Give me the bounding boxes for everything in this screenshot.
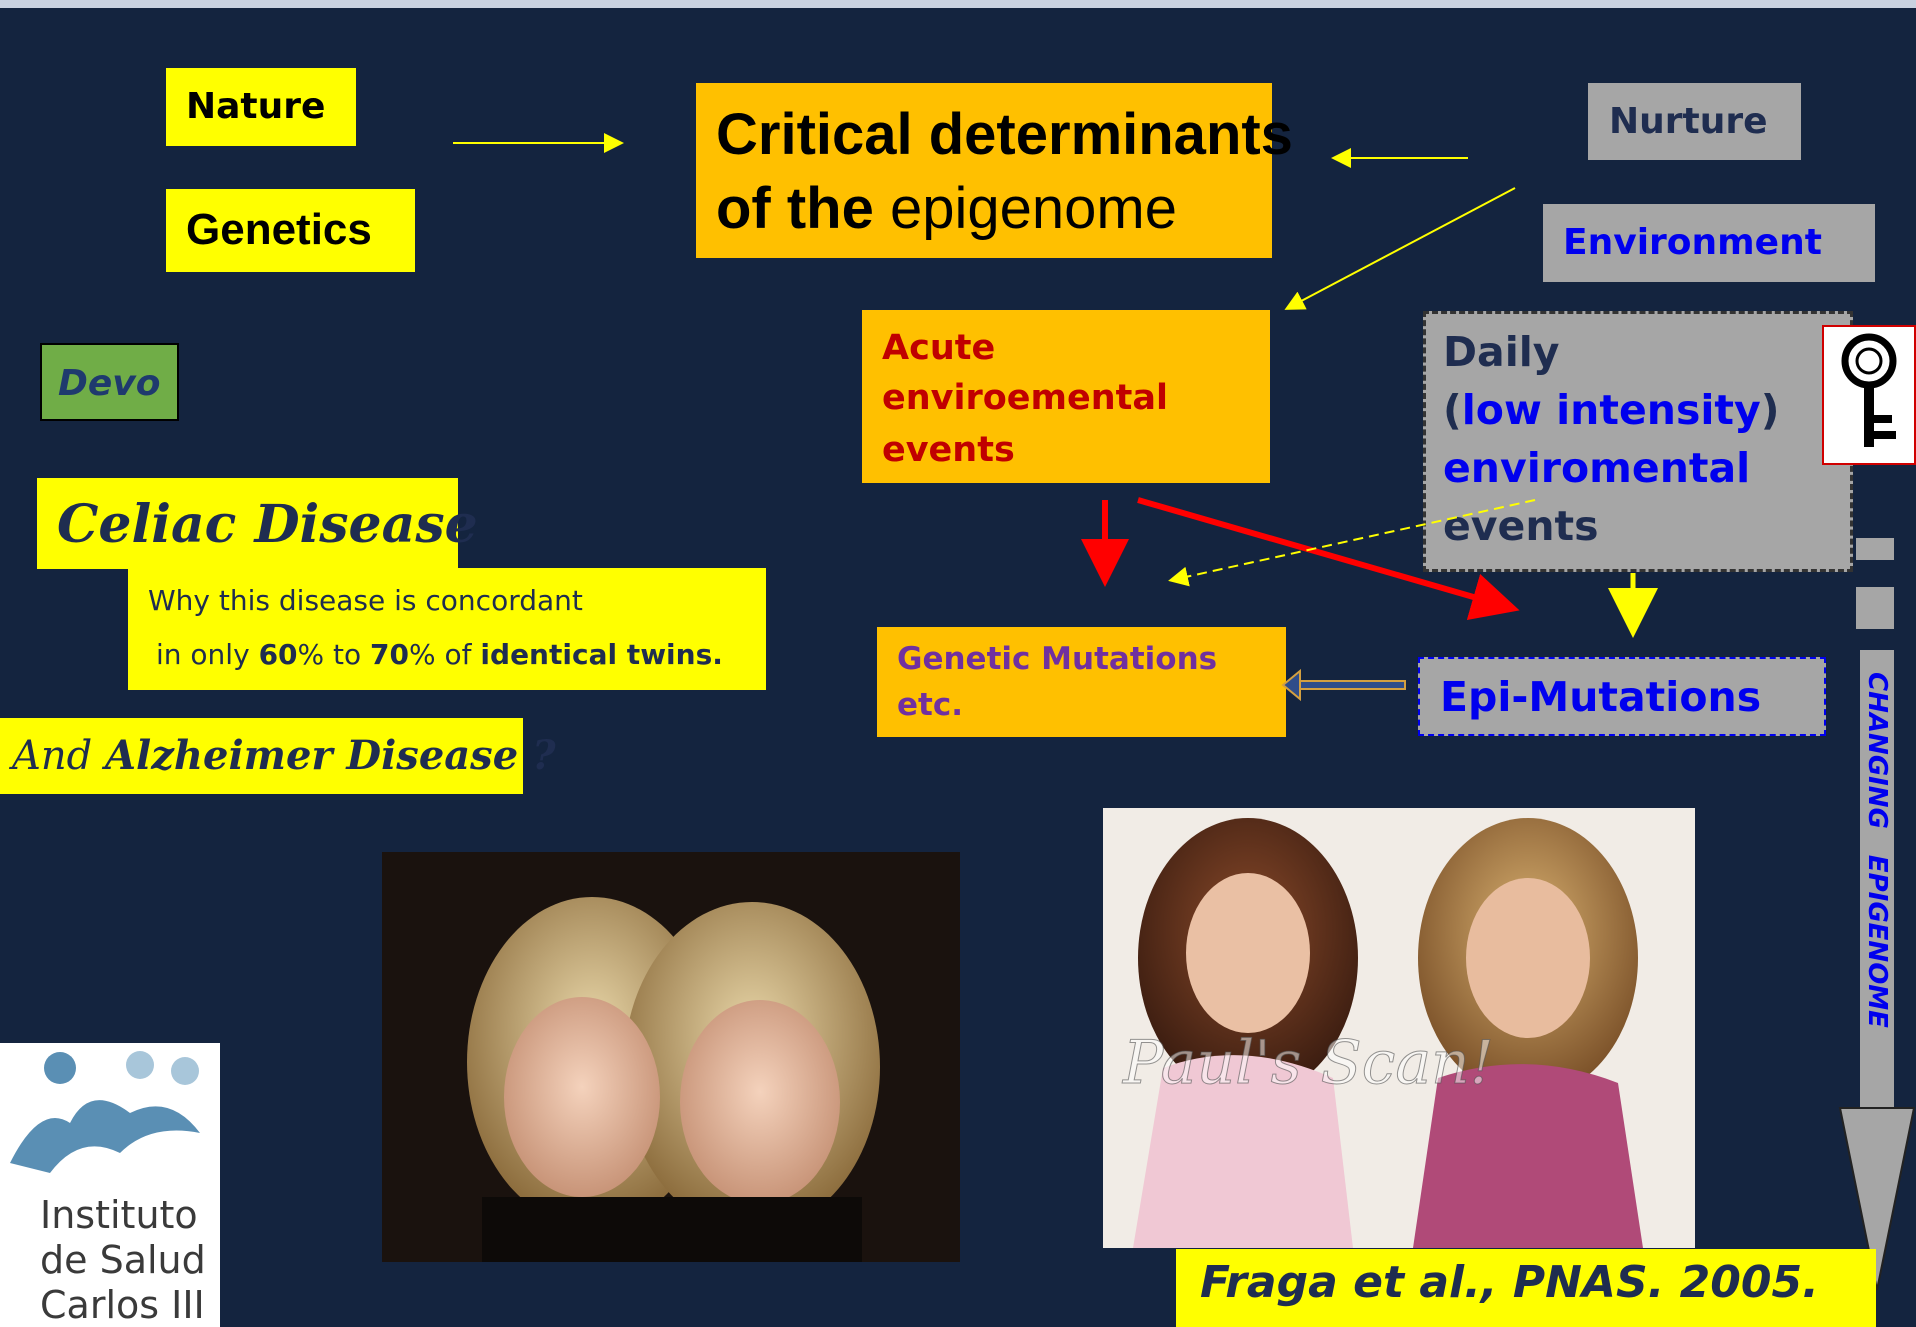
alzheimer-and: And: [12, 733, 105, 779]
devo-label: Devo: [58, 363, 161, 404]
genetic-mutations-box: Genetic Mutations etc.: [877, 627, 1286, 737]
arrow-acute-to-epi: [1137, 497, 1520, 621]
nurture-box: Nurture: [1588, 83, 1801, 160]
environment-box: Environment: [1543, 204, 1875, 282]
genetics-box: Genetics: [166, 189, 415, 272]
small-gray-block-1: [1856, 538, 1894, 560]
alzheimer-label: And Alzheimer Disease ?: [12, 732, 556, 779]
daily-paren-close: ): [1760, 386, 1780, 434]
environment-label: Environment: [1563, 222, 1822, 263]
acute-line-3: events: [882, 430, 1015, 470]
isciii-line-1: Instituto: [40, 1193, 198, 1237]
celiac-box: Celiac Disease: [37, 478, 478, 569]
epigenome-word: EPIGENOME: [1862, 854, 1892, 1028]
isciii-line-3: Carlos III: [40, 1283, 205, 1327]
daily-line-3: enviromental: [1443, 444, 1751, 492]
photo-watermark: Paul's Scan!: [1123, 1028, 1495, 1099]
critical-line-1: Critical determinants: [716, 102, 1293, 167]
daily-paren-open: (: [1443, 386, 1462, 434]
epi-mutations-label: Epi-Mutations: [1440, 673, 1762, 721]
daily-line-1: Daily: [1443, 328, 1560, 376]
changing-epigenome-bar: [1860, 650, 1894, 1110]
arrow-daily-to-genetic-dashed: [1168, 499, 1536, 587]
nature-box: Nature: [166, 68, 356, 146]
twins-pct-60: 60: [258, 638, 298, 671]
twins-text-a: in only: [156, 638, 259, 671]
epi-mutations-box: Epi-Mutations: [1418, 657, 1826, 736]
acute-events-box: Acute enviroemental events: [862, 310, 1270, 483]
genetics-label: Genetics: [186, 205, 372, 254]
citation-box: Fraga et al., PNAS. 2005.: [1176, 1249, 1876, 1327]
critical-of-the: of the: [716, 176, 874, 241]
twins-note-line-2: in only 60% to 70% of identical twins.: [156, 638, 723, 671]
arrow-changing-epigenome-down: [1838, 1107, 1916, 1291]
devo-box: Devo: [40, 343, 179, 421]
daily-low-intensity: low intensity: [1461, 386, 1761, 434]
key-icon: [1841, 333, 1897, 447]
critical-epigenome: epigenome: [873, 176, 1177, 241]
isciii-logo: Instituto de Salud Carlos III: [0, 1043, 220, 1327]
twins-photo-young: [382, 852, 960, 1262]
twins-note-line-1: Why this disease is concordant: [148, 584, 583, 617]
key-logo: [1822, 325, 1916, 465]
twins-text-b: % to: [297, 638, 371, 671]
isciii-logo-mark: [10, 1051, 200, 1173]
twins-identical: identical twins.: [480, 638, 723, 671]
twins-photo-adult: Paul's Scan!: [1103, 808, 1695, 1248]
top-border: [0, 0, 1916, 8]
changing-epigenome-text: CHANGING EPIGENOME: [1862, 672, 1892, 1028]
critical-determinants-box: Critical determinants of the epigenome: [696, 83, 1293, 258]
nature-label: Nature: [186, 86, 326, 127]
critical-line-2: of the epigenome: [716, 175, 1177, 242]
genetic-mutations-line-2: etc.: [897, 687, 963, 723]
arrow-environment-to-acute: [1284, 187, 1516, 310]
nurture-label: Nurture: [1609, 101, 1768, 142]
isciii-line-2: de Salud: [40, 1238, 206, 1282]
daily-line-2: (low intensity): [1443, 386, 1780, 434]
acute-line-2: enviroemental: [882, 378, 1168, 418]
alzheimer-disease: Alzheimer Disease ?: [104, 732, 556, 779]
daily-events-box: Daily (low intensity) enviromental event…: [1423, 311, 1853, 572]
changing-word: CHANGING: [1862, 672, 1892, 829]
celiac-label: Celiac Disease: [57, 494, 478, 555]
small-gray-block-2: [1856, 587, 1894, 629]
twins-note-box: Why this disease is concordant in only 6…: [128, 568, 766, 690]
alzheimer-box: And Alzheimer Disease ?: [0, 718, 556, 794]
genetic-mutations-line-1: Genetic Mutations: [897, 641, 1218, 677]
arrow-epi-to-genetic: [1281, 668, 1406, 702]
twins-text-c: % of: [409, 638, 481, 671]
citation-label: Fraga et al., PNAS. 2005.: [1200, 1257, 1819, 1308]
daily-line-4: events: [1443, 502, 1599, 550]
twins-pct-70: 70: [370, 638, 410, 671]
acute-line-1: Acute: [882, 328, 996, 368]
